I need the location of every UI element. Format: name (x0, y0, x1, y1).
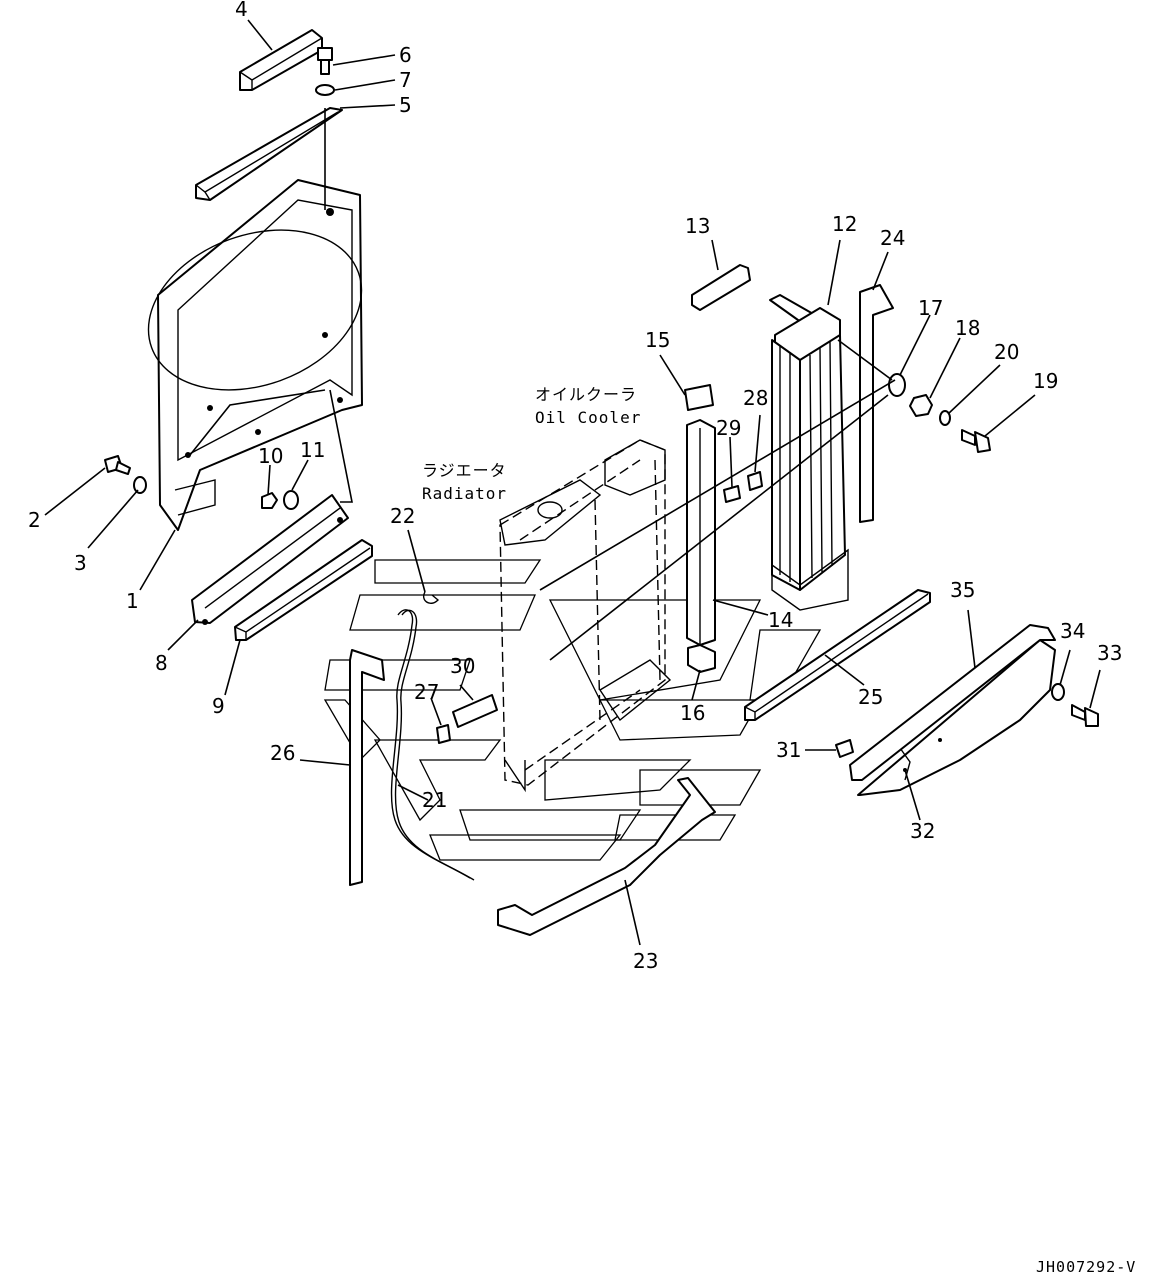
callout-30: 30 (450, 654, 475, 678)
seal-part-16 (687, 644, 716, 673)
fitting-part-10 (261, 492, 278, 509)
washer-part-7 (315, 84, 335, 96)
callout-34: 34 (1060, 619, 1085, 643)
callout-32: 32 (910, 819, 935, 843)
bracket-part-8 (191, 494, 349, 625)
washer-part-11 (283, 490, 299, 510)
callout-9: 9 (212, 694, 225, 718)
callout-35: 35 (950, 578, 975, 602)
oil-cooler-label-en: Oil Cooler (535, 408, 641, 427)
callout-13: 13 (685, 214, 710, 238)
radiator-core (499, 439, 672, 793)
block-part-29 (723, 485, 741, 503)
callout-21: 21 (422, 788, 447, 812)
radiator-label-jp: ラジエータ (422, 461, 507, 480)
seal-part-9 (234, 539, 373, 641)
oil-cooler-part-12 (769, 294, 849, 611)
callout-11: 11 (300, 438, 325, 462)
clip-part-22 (423, 591, 440, 604)
bolt-part-33 (1071, 704, 1099, 727)
block-part-31 (835, 739, 854, 758)
callout-22: 22 (390, 504, 415, 528)
callout-3: 3 (74, 551, 87, 575)
callout-14: 14 (768, 608, 793, 632)
callout-8: 8 (155, 651, 168, 675)
callout-28: 28 (743, 386, 768, 410)
callout-26: 26 (270, 741, 295, 765)
callout-18: 18 (955, 316, 980, 340)
callout-17: 17 (918, 296, 943, 320)
callout-1: 1 (126, 589, 139, 613)
block-part-27 (436, 724, 451, 744)
callout-12: 12 (832, 212, 857, 236)
radiator-label-en: Radiator (422, 484, 507, 503)
oil-cooler-label-jp: オイルクーラ (535, 385, 637, 404)
bolt-part-6 (317, 47, 333, 75)
bolt-part-2 (104, 455, 131, 475)
seal-part-5 (195, 107, 343, 201)
nut-part-18 (909, 394, 933, 417)
callout-4: 4 (235, 0, 248, 21)
callout-31: 31 (776, 738, 801, 762)
callout-19: 19 (1033, 369, 1058, 393)
callout-15: 15 (645, 328, 670, 352)
block-part-28 (747, 471, 763, 491)
callout-7: 7 (399, 68, 412, 92)
seal-part-23 (497, 777, 716, 936)
callout-24: 24 (880, 226, 905, 250)
callout-16: 16 (680, 701, 705, 725)
seal-part-24 (859, 284, 894, 523)
pad-part-4 (239, 29, 323, 91)
block-part-30 (452, 694, 498, 728)
callout-20: 20 (994, 340, 1019, 364)
drawing-code: JH007292-V (1036, 1258, 1136, 1276)
seal-part-15 (684, 384, 714, 411)
callout-5: 5 (399, 93, 412, 117)
washer-part-3 (133, 476, 147, 494)
callout-numbers: 1 2 3 4 5 6 7 8 9 10 11 12 13 14 15 16 1… (28, 0, 1122, 973)
seal-part-14 (686, 419, 716, 646)
bolt-part-19 (961, 429, 991, 453)
callout-10: 10 (258, 444, 283, 468)
callout-33: 33 (1097, 641, 1122, 665)
shroud-part-1 (147, 179, 363, 531)
bracket-part-32 (857, 639, 1056, 796)
washer-part-34 (1051, 683, 1065, 701)
hose-part-21 (390, 609, 471, 879)
leader-lines (44, 19, 1101, 946)
seal-part-35 (849, 624, 1056, 781)
pad-part-13 (691, 264, 751, 311)
callout-27: 27 (414, 680, 439, 704)
callout-6: 6 (399, 43, 412, 67)
callout-29: 29 (716, 416, 741, 440)
washer-part-17 (888, 373, 906, 397)
seal-part-26 (349, 649, 385, 886)
washer-part-20 (939, 410, 951, 426)
callout-23: 23 (633, 949, 658, 973)
callout-2: 2 (28, 508, 41, 532)
callout-25: 25 (858, 685, 883, 709)
seal-part-25 (744, 589, 931, 721)
